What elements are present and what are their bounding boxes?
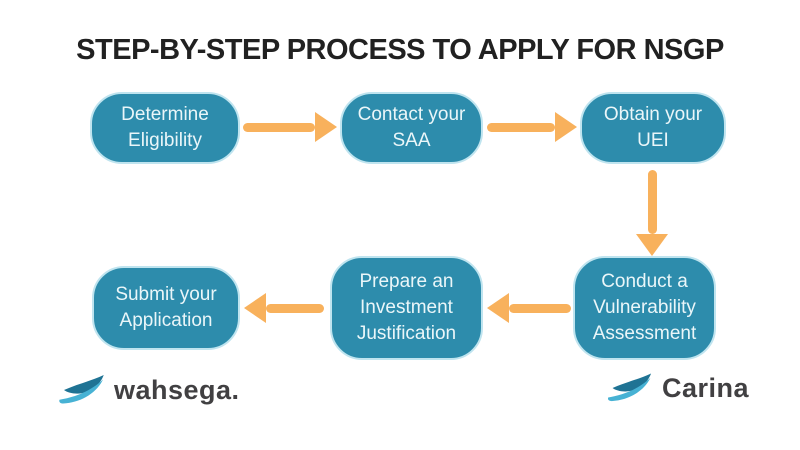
arrow-right-icon <box>487 112 577 142</box>
step-label: Conduct a Vulnerability Assessment <box>592 271 697 344</box>
arrow-shaft <box>487 122 555 132</box>
arrow-head-left-icon <box>244 293 266 323</box>
carina-swoosh-icon <box>607 373 652 402</box>
step-box-determine-eligibility: Determine Eligibility <box>90 92 240 164</box>
wahsega-swoosh-icon <box>59 375 104 404</box>
step-label: Determine Eligibility <box>121 104 209 151</box>
step-box-contact-saa: Contact your SAA <box>340 92 483 164</box>
arrow-shaft <box>266 303 324 313</box>
arrow-head-right-icon <box>555 112 577 142</box>
step-box-vulnerability-assessment: Conduct a Vulnerability Assessment <box>573 256 716 360</box>
arrow-right-icon <box>243 112 337 142</box>
step-box-investment-justification: Prepare an Investment Justification <box>330 256 483 360</box>
arrow-left-icon <box>487 293 571 323</box>
arrow-down-icon <box>636 170 668 256</box>
carina-logo: Carina <box>606 372 749 404</box>
arrow-head-down-icon <box>636 234 668 256</box>
wahsega-logo: wahsega. <box>58 372 240 408</box>
wahsega-wordmark: wahsega. <box>114 374 240 405</box>
arrow-left-icon <box>244 293 324 323</box>
step-label: Submit your Application <box>115 284 217 331</box>
arrow-shaft <box>243 122 315 132</box>
arrow-head-right-icon <box>315 112 337 142</box>
step-label: Contact your SAA <box>357 104 466 151</box>
page-title: STEP-BY-STEP PROCESS TO APPLY FOR NSGP <box>76 34 724 66</box>
step-label: Obtain your UEI <box>603 104 703 151</box>
carina-wordmark: Carina <box>662 372 750 403</box>
step-label: Prepare an Investment Justification <box>356 271 457 344</box>
arrow-head-left-icon <box>487 293 509 323</box>
step-box-submit-application: Submit your Application <box>92 266 240 350</box>
arrow-shaft <box>509 303 571 313</box>
arrow-shaft <box>647 170 657 234</box>
step-box-obtain-uei: Obtain your UEI <box>580 92 726 164</box>
